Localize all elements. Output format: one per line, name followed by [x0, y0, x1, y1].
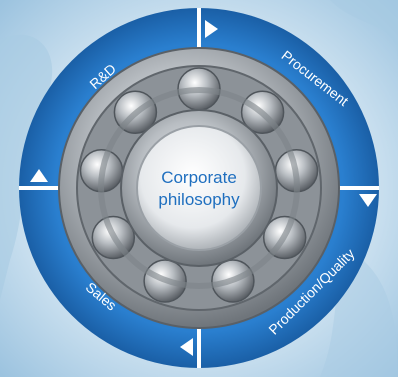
bearing-cage: [98, 87, 300, 289]
center-title-line1: Corporate: [161, 168, 237, 187]
ring-dividers: [19, 8, 379, 368]
center-disc: [136, 125, 262, 251]
arrow-left-icon: [180, 338, 193, 356]
background-map-shape: [0, 34, 53, 301]
arrow-right-icon: [205, 20, 218, 38]
center-title-line2: philosophy: [158, 190, 240, 209]
arrow-down-icon: [359, 194, 377, 207]
background-map-shape: [330, 0, 398, 60]
arrow-up-icon: [30, 169, 48, 182]
